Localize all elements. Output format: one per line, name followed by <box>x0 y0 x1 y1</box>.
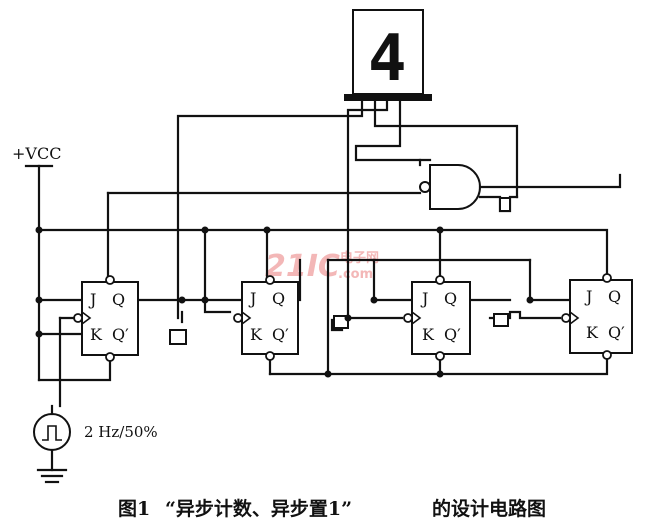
vcc-source: +VCC <box>12 144 61 382</box>
ff3-j: J <box>420 289 428 308</box>
caption-title: “异步计数、异步置1” <box>165 497 352 520</box>
display-digit: 4 <box>368 22 407 96</box>
caption-figure: 图1 <box>118 498 150 520</box>
ff4-qbar: Q′ <box>608 323 625 342</box>
ff1-k: K <box>90 325 103 344</box>
caption-suffix: 的设计电路图 <box>432 497 546 520</box>
ff2-k: K <box>250 325 263 344</box>
and-gate <box>418 158 622 213</box>
ff4-j: J <box>584 287 592 306</box>
reset-box-3 <box>493 313 509 327</box>
ff1-j: J <box>88 290 96 309</box>
ff2-q: Q <box>272 289 285 308</box>
seven-segment-display: 4 <box>176 9 519 320</box>
jk-flipflop-3: J Q K Q′ <box>403 275 471 361</box>
ff4-q: Q <box>608 287 621 306</box>
clock-source: 2 Hz/50% <box>33 316 158 484</box>
ff1-qbar: Q′ <box>112 325 129 344</box>
ff4-k: K <box>586 323 599 342</box>
jk-flipflop-2: J Q K Q′ <box>233 275 299 361</box>
junction-dots <box>35 226 534 378</box>
ff1-q: Q <box>112 290 125 309</box>
figure-caption: 图1 “异步计数、异步置1” 的设计电路图 <box>118 497 546 520</box>
clock-label: 2 Hz/50% <box>84 423 158 441</box>
vcc-label: +VCC <box>12 144 61 163</box>
ff3-k: K <box>422 325 435 344</box>
reset-box-2 <box>333 315 349 329</box>
jk-flipflop-4: J Q K Q′ <box>561 273 633 360</box>
watermark: 21IC 电子网 .com <box>265 249 379 284</box>
ff2-qbar: Q′ <box>272 325 289 344</box>
watermark-sub-cn: 电子网 <box>340 250 379 266</box>
ff3-q: Q <box>444 289 457 308</box>
wiring <box>37 191 609 382</box>
watermark-sub-en: .com <box>338 267 373 282</box>
ff3-qbar: Q′ <box>444 325 461 344</box>
reset-box-1 <box>169 329 187 345</box>
jk-flipflop-1: J Q K Q′ <box>58 275 139 362</box>
ff2-j: J <box>248 289 256 308</box>
